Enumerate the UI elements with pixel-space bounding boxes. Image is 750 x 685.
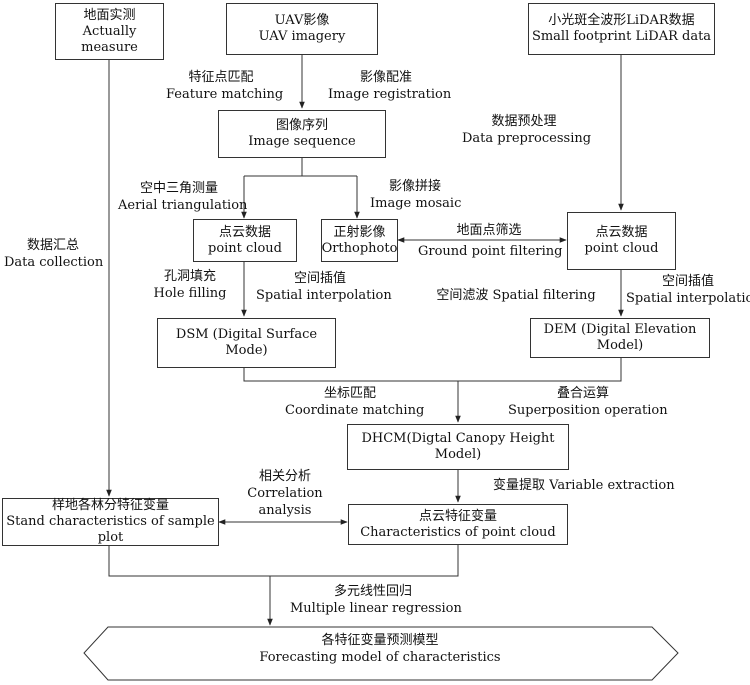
lidar-data-zh: 小光斑全波形LiDAR数据: [548, 13, 695, 28]
image-sequence-en: Image sequence: [248, 134, 356, 149]
label-coordinate-matching: 坐标匹配 Coordinate matching: [285, 386, 425, 418]
line-regression-merge: [108, 545, 459, 577]
actually-measure-zh: 地面实测: [83, 7, 136, 23]
uav-imagery-box: UAV影像 UAV imagery: [226, 3, 378, 55]
orthophoto-box: 正射影像 Orthophoto: [321, 219, 398, 262]
image-sequence-box: 图像序列 Image sequence: [218, 110, 386, 158]
dhcm-box: DHCM(Digtal Canopy Height Model): [347, 424, 569, 470]
left-point-cloud-zh: 点云数据: [218, 224, 271, 240]
dsm-box: DSM (Digital Surface Mode): [157, 318, 336, 368]
actually-measure-box: 地面实测 Actually measure: [55, 3, 164, 60]
left-point-cloud-en: point cloud: [208, 240, 282, 256]
label-data-preprocessing: 数据预处理 Data preprocessing: [462, 114, 592, 146]
forecasting-model-en: Forecasting model of characteristics: [259, 650, 501, 665]
forecast-hexagon: [83, 626, 679, 681]
pc-characteristics-box: 点云特征变量 Characteristics of point cloud: [348, 504, 568, 545]
label-spatial-interpolation-right: 空间插值 Spatial interpolation: [626, 274, 750, 306]
label-data-collection: 数据汇总 Data collection: [4, 238, 104, 270]
stand-characteristics-en: Stand characteristics of sample plot: [6, 514, 215, 545]
lidar-data-box: 小光斑全波形LiDAR数据 Small footprint LiDAR data: [528, 3, 715, 55]
label-image-registration: 影像配准 Image registration: [328, 70, 452, 102]
left-point-cloud-box: 点云数据 point cloud: [193, 219, 297, 262]
dsm-label: DSM (Digital Surface Mode): [175, 327, 318, 358]
label-feature-matching: 特征点匹配 Feature matching: [166, 70, 284, 102]
image-sequence-zh: 图像序列: [275, 118, 328, 133]
label-superposition-operation: 叠合运算 Superposition operation: [508, 386, 668, 418]
lidar-data-en: Small footprint LiDAR data: [531, 29, 712, 44]
label-spatial-interpolation-left: 空间插值 Spatial interpolation: [256, 271, 392, 303]
label-correlation-analysis: 相关分析 Correlation analysis: [247, 469, 323, 518]
uav-imagery-zh: UAV影像: [274, 13, 330, 28]
uav-imagery-en: UAV imagery: [258, 29, 346, 44]
label-multiple-linear-regression: 多元线性回归 Multiple linear regression: [290, 584, 462, 616]
forecasting-model-zh: 各特征变量预测模型: [321, 633, 439, 648]
pc-characteristics-en: Characteristics of point cloud: [360, 524, 556, 540]
actually-measure-en: Actually measure: [81, 23, 138, 55]
label-ground-point-filtering: 地面点筛选 Ground point filtering: [418, 223, 563, 259]
right-point-cloud-en: point cloud: [584, 241, 659, 256]
right-point-cloud-box: 点云数据 point cloud: [567, 212, 676, 270]
line-dsm-dem-merge: [243, 358, 622, 382]
label-aerial-triangulation: 空中三角测量 Aerial triangulation: [118, 181, 248, 213]
label-image-mosaic: 影像拼接 Image mosaic: [370, 179, 462, 211]
right-point-cloud-zh: 点云数据: [595, 225, 648, 240]
label-variable-extraction: 变量提取 Variable extraction: [493, 478, 675, 493]
forecasting-model: 各特征变量预测模型 Forecasting model of character…: [90, 632, 670, 666]
orthophoto-en: Orthophoto: [321, 240, 398, 256]
label-spatial-filtering: 空间滤波 Spatial filtering: [436, 288, 596, 303]
orthophoto-zh: 正射影像: [333, 224, 386, 240]
label-hole-filling: 孔洞填充 Hole filling: [153, 269, 227, 301]
stand-characteristics-box: 样地各林分特征变量 Stand characteristics of sampl…: [2, 498, 219, 546]
dhcm-label: DHCM(Digtal Canopy Height Model): [361, 431, 555, 462]
stand-characteristics-zh: 样地各林分特征变量: [51, 498, 169, 513]
dem-label: DEM (Digital Elevation Model): [543, 322, 697, 353]
pc-characteristics-zh: 点云特征变量: [418, 508, 497, 524]
dem-box: DEM (Digital Elevation Model): [530, 318, 710, 358]
